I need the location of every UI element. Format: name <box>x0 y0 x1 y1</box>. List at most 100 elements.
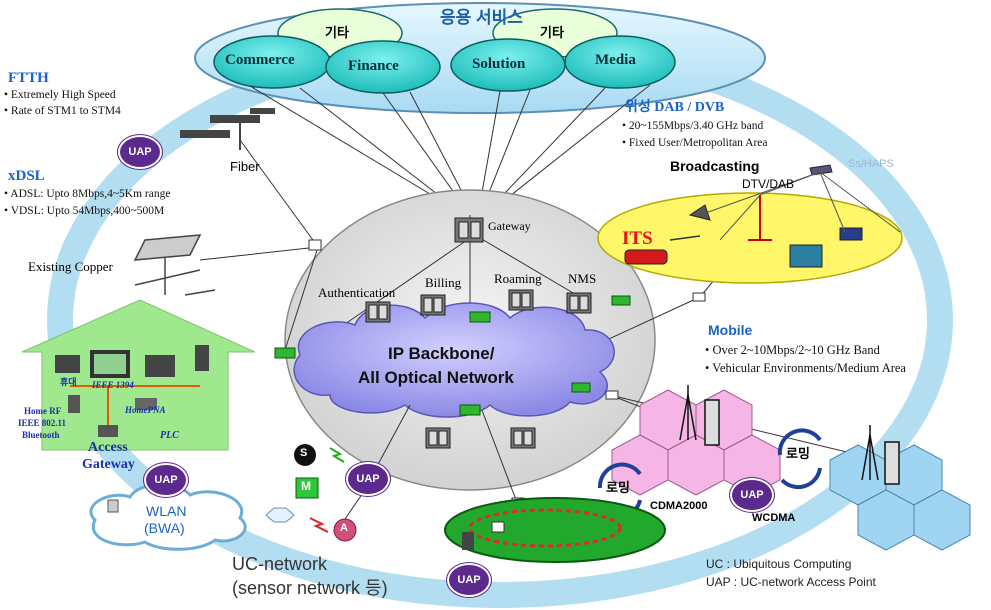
mobile-title: Mobile <box>708 322 753 338</box>
dab-bullet-2: • Fixed User/Metropolitan Area <box>622 137 768 149</box>
nms-server-icon <box>566 292 592 314</box>
car-icon <box>624 249 668 265</box>
billing-server-icon <box>420 294 446 316</box>
billing-label: Billing <box>425 275 462 290</box>
roaming-kr-label-2: 로밍 <box>786 447 810 462</box>
its-field <box>597 192 903 284</box>
wlan-label-2: (BWA) <box>144 520 185 536</box>
pda-icon <box>462 532 474 550</box>
etc-label-left: 기타 <box>325 26 349 41</box>
router-icon <box>459 404 481 416</box>
uap-badge-ftth: UAP <box>118 135 162 169</box>
access-gateway-device-icon <box>98 425 118 437</box>
router-icon <box>611 295 631 306</box>
nms-label: NMS <box>568 271 597 286</box>
ftth-title: FTTH <box>8 70 49 86</box>
service-solution: Solution <box>472 56 526 72</box>
xdsl-title: xDSL <box>8 168 45 184</box>
roaming-kr-label-1: 로밍 <box>606 481 630 496</box>
its-devices <box>624 164 863 268</box>
uc-network-title: UC-network <box>232 554 328 574</box>
sensor-hex-icon <box>265 507 295 523</box>
backbone-cloud <box>293 302 615 418</box>
mobile-bullet-2: • Vehicular Environments/Medium Area <box>705 361 906 375</box>
copper-pole-icon <box>133 234 216 296</box>
gateway-server-icon <box>454 217 484 243</box>
router-icons <box>274 295 631 416</box>
media-ellipse <box>564 35 676 89</box>
laptop-icon <box>839 227 863 241</box>
mobile-bullet-1: • Over 2~10Mbps/2~10 GHz Band <box>705 343 880 357</box>
phone-icon <box>68 395 80 413</box>
service-finance: Finance <box>348 58 399 74</box>
uc-network-subtitle: (sensor network 등) <box>232 578 388 598</box>
uap-badge-home: UAP <box>144 463 188 497</box>
authentication-server-icon <box>365 301 391 323</box>
kr-device-label: 휴대 <box>60 378 77 388</box>
sensor-link <box>374 404 411 471</box>
cdma-cells <box>611 389 781 496</box>
cdma-label: CDMA2000 <box>650 500 708 512</box>
server-icon-bottom-right <box>510 427 536 449</box>
haps-label: Ss/HAPS <box>848 158 894 170</box>
gateway-label: Gateway <box>488 219 531 233</box>
server-icons <box>365 217 592 449</box>
router-icon <box>274 347 296 359</box>
dab-bullet-1: • 20~155Mbps/3.40 GHz band <box>622 120 764 132</box>
zigzag-icon <box>309 517 329 533</box>
access-gateway-label-2: Gateway <box>82 457 135 472</box>
connector-mobile <box>605 390 619 400</box>
connector-its <box>692 292 706 302</box>
copper-label: Existing Copper <box>28 259 113 274</box>
homepna-label: HomePNA <box>125 405 166 415</box>
ftth-bullet-2: • Rate of STM1 to STM4 <box>4 105 121 117</box>
etc-label-right: 기타 <box>540 26 564 41</box>
cell-towers <box>679 385 900 485</box>
uap-badge-sensor: UAP <box>346 462 390 496</box>
legend-uap: UAP : UC-network Access Point <box>706 575 876 589</box>
ieee80211-label: IEEE 802.11 <box>18 418 67 428</box>
broadcast-beams <box>699 171 901 241</box>
wcdma-label: WCDMA <box>752 512 796 524</box>
wlan-cloud <box>89 483 247 551</box>
home-devices <box>55 345 209 437</box>
fax-icon <box>135 398 157 410</box>
roaming-server-icon <box>508 289 534 311</box>
ftth-bullet-1: • Extremely High Speed <box>4 89 116 101</box>
backbone-title-2: All Optical Network <box>358 368 514 387</box>
sensor-field <box>444 497 666 563</box>
wcdma-cells <box>829 444 971 551</box>
sensor-node-icon <box>491 521 505 533</box>
satellite-icon <box>809 164 833 176</box>
sensor-s-icon <box>294 444 316 466</box>
sensor-s-label: S <box>300 447 308 459</box>
router-icon <box>469 311 491 323</box>
service-commerce: Commerce <box>225 52 295 68</box>
legend-uc: UC : Ubiquitous Computing <box>706 557 852 571</box>
pc-icon <box>55 355 80 373</box>
xdsl-bullet-1: • ADSL: Upto 8Mbps,4~5Km range <box>4 188 171 200</box>
sensor-m-icon <box>295 477 319 499</box>
home-shape <box>21 299 256 451</box>
zigzag-icon <box>329 447 345 463</box>
broadcasting-label: Broadcasting <box>670 158 760 174</box>
connector-fiber <box>308 239 322 251</box>
bluetooth-label: Bluetooth <box>22 430 60 440</box>
authentication-label: Authentication <box>318 285 396 300</box>
dab-title: 위성 DAB / DVB <box>625 100 725 115</box>
sensor-m-label: M <box>301 479 311 493</box>
router-icon <box>571 382 591 393</box>
wlan-label-1: WLAN <box>146 503 187 519</box>
backbone-title-1: IP Backbone/ <box>388 344 495 363</box>
services-title: 응용 서비스 <box>440 8 523 27</box>
uap-badge-field: UAP <box>447 563 491 597</box>
tower-icon <box>195 345 209 371</box>
fiber-equipment-icon <box>180 108 275 150</box>
service-media: Media <box>595 52 636 68</box>
ieee1394-label: IEEE 1394 <box>92 380 134 390</box>
sensor-path <box>468 508 622 548</box>
sensor-a-label: A <box>340 522 348 534</box>
xdsl-bullet-2: • VDSL: Upto 54Mbps,400~500M <box>4 205 165 217</box>
fiber-label: Fiber <box>230 159 260 174</box>
